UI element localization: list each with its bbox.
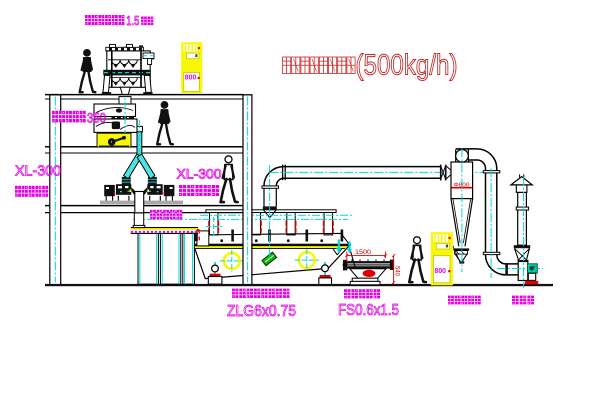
svg-text:FS0.6x1.5: FS0.6x1.5 [338, 302, 399, 319]
svg-text:800: 800 [435, 266, 447, 275]
svg-text:(500kg/h): (500kg/h) [356, 50, 458, 82]
svg-text:ZLG6x0.75: ZLG6x0.75 [227, 303, 296, 320]
svg-text:XL-300: XL-300 [177, 166, 222, 182]
svg-text:1500: 1500 [355, 249, 372, 256]
svg-text:XL-300: XL-300 [15, 162, 61, 179]
svg-text:1.5: 1.5 [126, 13, 139, 28]
svg-text:540: 540 [394, 266, 400, 277]
svg-text:800: 800 [185, 73, 197, 82]
svg-text:350: 350 [87, 111, 106, 126]
